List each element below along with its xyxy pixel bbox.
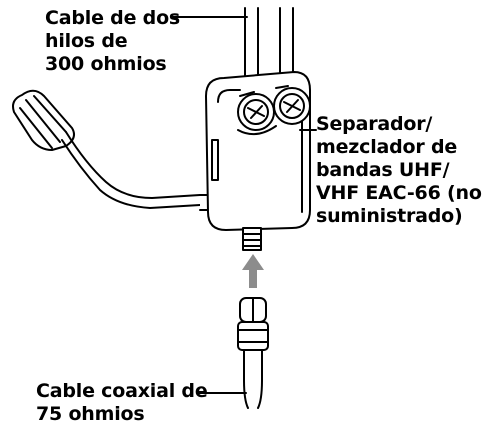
twin-lead-label: Cable de dos hilos de 300 ohmios — [45, 7, 181, 75]
insert-arrow-icon — [242, 254, 264, 288]
separator-connector — [242, 227, 262, 251]
coaxial-output-cable — [12, 89, 215, 211]
terminal-screws — [237, 85, 311, 136]
coaxial-cable-label: Cable coaxial de 75 ohmios — [36, 380, 208, 425]
separator-label: Separador/ mezclador de bandas UHF/ VHF … — [316, 113, 482, 227]
coaxial-plug — [237, 297, 269, 409]
